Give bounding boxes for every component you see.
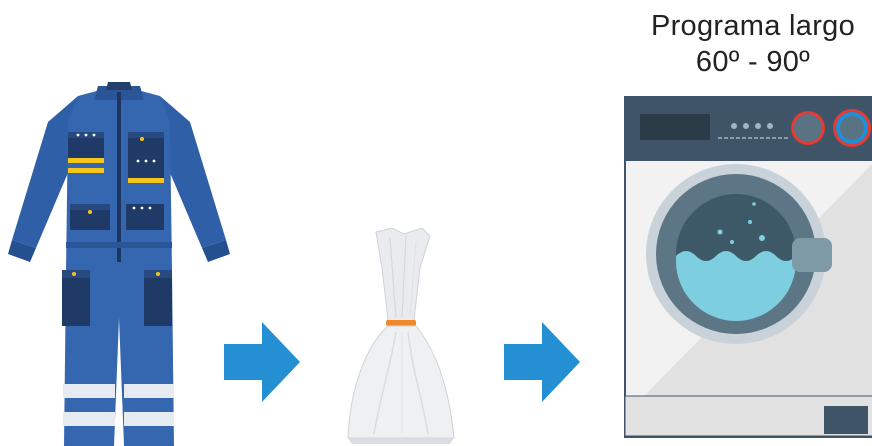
- plastic-bag-icon: [340, 228, 460, 446]
- program-temperature: 60º - 90º: [628, 44, 872, 80]
- arrow-right-icon: [504, 322, 580, 402]
- program-title: Programa largo: [628, 8, 872, 44]
- program-caption: Programa largo 60º - 90º: [628, 8, 872, 80]
- washing-machine-icon: [624, 96, 872, 438]
- coverall-icon: [8, 82, 230, 446]
- arrow-right-icon: [224, 322, 300, 402]
